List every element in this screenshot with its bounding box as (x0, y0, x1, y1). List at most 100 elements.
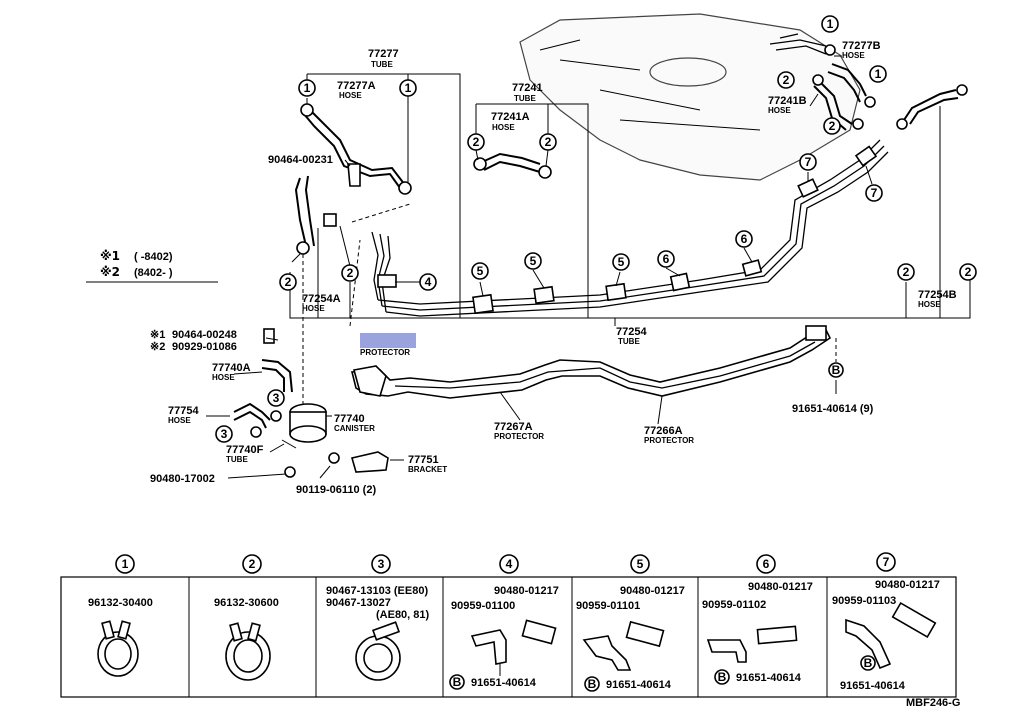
svg-text:6: 6 (763, 557, 770, 571)
table-cell-6-part-b: 90959-01102 (702, 599, 766, 611)
svg-text:2: 2 (285, 275, 292, 289)
svg-text:5: 5 (637, 557, 644, 571)
ref-circle-3: 3 (215, 425, 233, 443)
table-cell-7-part-b: 90959-01103 (832, 595, 896, 607)
ref-circle-2: 2 (341, 264, 359, 282)
table-cell-4-part-c: 91651-40614 (471, 677, 537, 689)
svg-text:6: 6 (741, 232, 748, 246)
callout-77740a-desc: HOSE (212, 373, 235, 382)
callout-mark-1: ※1 (150, 329, 165, 341)
table-cell-7-part-c: 91651-40614 (840, 680, 906, 692)
tube-clamp-illustration-5 (582, 620, 665, 671)
callout-77277b-desc: HOSE (842, 51, 865, 60)
table-cell-1-part: 96132-30400 (88, 597, 153, 609)
svg-text:5: 5 (530, 254, 537, 268)
ref-circle-7: 7 (865, 184, 883, 202)
leader-lines (86, 55, 971, 479)
table-cell-5-part-b: 90959-01101 (576, 600, 640, 612)
table-ref-b: B (860, 655, 876, 671)
callout-77277b-number: 77277B (842, 40, 881, 52)
parts-reference-table: 1 2 3 4 5 6 7 96132-30400 96132-30600 90… (60, 552, 957, 698)
callout-77254a-number: 77254A (302, 293, 341, 305)
legend-range-1: ( -8402) (134, 251, 173, 263)
protector-assembly (350, 325, 832, 399)
table-cell-3-part-b: 90467-13027 (326, 597, 391, 609)
diagram-code: MBF246-G (906, 697, 960, 709)
callout-protector-desc: PROTECTOR (360, 348, 410, 357)
callout-77740f-number: 77740F (226, 444, 264, 456)
table-cell-3-part-c: (AE80, 81) (376, 609, 430, 621)
svg-text:1: 1 (875, 67, 882, 81)
callout-77241b-desc: HOSE (768, 106, 791, 115)
callout-mark-2: ※2 (150, 341, 165, 353)
callout-77254b-desc: HOSE (918, 300, 941, 309)
ref-circle-2: 2 (959, 263, 977, 281)
callout-77740-desc: CANISTER (334, 424, 375, 433)
table-frame (60, 576, 957, 698)
table-header-4: 4 (499, 554, 519, 574)
table-cell-4-part-b: 90959-01100 (451, 600, 515, 612)
svg-text:5: 5 (618, 255, 625, 269)
svg-text:2: 2 (545, 135, 552, 149)
table-header-6: 6 (756, 554, 776, 574)
table-cell-7-part-a: 90480-01217 (875, 579, 940, 591)
right-hose-group (769, 33, 968, 131)
svg-text:7: 7 (805, 155, 812, 169)
ref-circle-1: 1 (399, 79, 417, 97)
table-ref-b: B (584, 676, 600, 692)
table-header-2: 2 (242, 554, 262, 574)
svg-text:2: 2 (829, 119, 836, 133)
ref-circle-2: 2 (823, 117, 841, 135)
ref-circle-2: 2 (279, 273, 297, 291)
callout-77241a-number: 77241A (491, 111, 530, 123)
table-ref-b: B (449, 674, 465, 690)
table-ref-b: B (714, 669, 730, 685)
callout-77241-number: 77241 (512, 82, 543, 94)
table-cell-6-part-a: 90480-01217 (748, 581, 813, 593)
table-header-5: 5 (630, 554, 650, 574)
svg-text:1: 1 (122, 557, 129, 571)
ref-circle-6: 6 (657, 250, 675, 268)
table-cell-5-part-a: 90480-01217 (620, 585, 685, 597)
svg-text:3: 3 (378, 557, 385, 571)
table-cell-4-part-a: 90480-01217 (494, 585, 559, 597)
svg-text:4: 4 (425, 275, 432, 289)
callout-77266a-number: 77266A (644, 425, 683, 437)
ref-circle-2: 2 (897, 263, 915, 281)
tube-clamp-illustration-6 (706, 625, 798, 663)
svg-text:3: 3 (221, 427, 228, 441)
callout-77277a-desc: HOSE (339, 91, 362, 100)
callout-77254b-number: 77254B (918, 289, 957, 301)
tube-clamp-illustration-7 (845, 601, 937, 670)
svg-text:B: B (864, 656, 873, 670)
part-labels: 77277 TUBE 77277A HOSE 90464-00231 77241… (100, 40, 957, 496)
callout-77740-number: 77740 (334, 413, 365, 425)
callout-90119-06110: 90119-06110 (2) (296, 484, 376, 496)
ref-circle-7: 7 (799, 153, 817, 171)
callout-77277a-number: 77277A (337, 80, 376, 92)
callout-77254-number: 77254 (616, 326, 647, 338)
ref-circle-1: 1 (869, 65, 887, 83)
ref-circle-6: 6 (735, 230, 753, 248)
callout-77254a-desc: HOSE (302, 304, 325, 313)
legend-mark-1: ※1 (100, 249, 120, 263)
left-hose-group (233, 103, 552, 478)
hose-clamp-illustration-2 (225, 622, 271, 681)
table-cell-6-part-c: 91651-40614 (736, 672, 802, 684)
svg-text:B: B (453, 675, 462, 689)
callout-77740a-number: 77740A (212, 362, 251, 374)
callout-77277-desc: TUBE (371, 60, 393, 69)
callout-77751-number: 77751 (408, 454, 439, 466)
callout-77266a-desc: PROTECTOR (644, 436, 694, 445)
svg-text:4: 4 (506, 557, 513, 571)
table-cell-5-part-c: 91651-40614 (606, 679, 672, 691)
callout-77751-desc: BRACKET (408, 465, 447, 474)
callout-77241b-number: 77241B (768, 95, 807, 107)
table-cell-3-part-a: 90467-13103 (EE80) (326, 585, 428, 597)
main-fuel-tube-bundle (371, 139, 889, 317)
table-header-3: 3 (371, 554, 391, 574)
ref-circle-5: 5 (524, 252, 542, 270)
svg-text:1: 1 (827, 17, 834, 31)
callout-91651-40614-9: 91651-40614 (9) (792, 403, 874, 415)
